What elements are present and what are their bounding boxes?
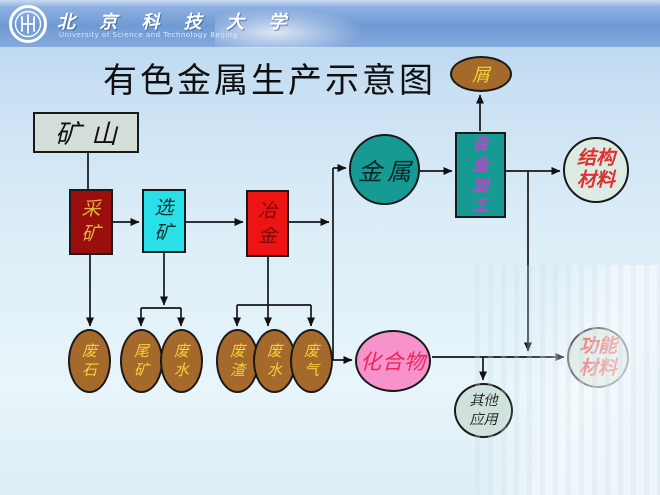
- node-structural-materials-label: 结构材料: [576, 147, 615, 191]
- node-alloy-processing: 合金加工: [455, 132, 506, 218]
- node-mining-label: 采矿: [81, 198, 101, 245]
- node-waste-water-smelting-label: 废水: [266, 341, 282, 380]
- node-mine-label: 矿山: [54, 120, 127, 150]
- node-waste-gas-label: 废气: [303, 341, 319, 380]
- node-waste-slag-label: 废渣: [229, 341, 245, 380]
- node-structural-materials: 结构材料: [563, 137, 629, 203]
- header-banner: 北 京 科 技 大 学 University of Science and Te…: [0, 0, 660, 48]
- node-waste-slag: 废渣: [216, 329, 259, 393]
- node-waste-water-smelting: 废水: [253, 329, 296, 393]
- node-scrap: 屑: [450, 56, 512, 92]
- node-tailings-label: 尾矿: [133, 341, 149, 380]
- building-watermark: [475, 265, 660, 495]
- page-title: 有色金属生产示意图: [103, 61, 436, 101]
- node-compound: 化合物: [355, 330, 431, 392]
- node-waste-rock-label: 废石: [81, 341, 97, 380]
- university-name: 北 京 科 技 大 学: [57, 12, 296, 33]
- node-metal-label: 金属: [358, 158, 416, 186]
- node-compound-label: 化合物: [360, 350, 426, 374]
- node-alloy-processing-label: 合金加工: [472, 134, 489, 216]
- node-waste-water-dressing-label: 废水: [173, 341, 189, 380]
- node-waste-water-dressing: 废水: [160, 329, 203, 393]
- node-waste-rock: 废石: [68, 329, 111, 393]
- node-ore-dressing: 选矿: [142, 189, 186, 253]
- university-name-en: University of Science and Technology Bei…: [59, 31, 238, 39]
- node-mining: 采矿: [69, 189, 113, 255]
- banner-building-watermark: [215, 8, 365, 48]
- node-waste-gas: 废气: [290, 329, 333, 393]
- node-metallurgy: 冶金: [246, 190, 289, 257]
- node-scrap-label: 屑: [472, 65, 490, 86]
- node-metal: 金属: [349, 134, 420, 205]
- node-metallurgy-label: 冶金: [257, 199, 277, 247]
- ustb-seal-icon: [9, 5, 47, 43]
- node-ore-dressing-label: 选矿: [154, 197, 174, 244]
- node-tailings: 尾矿: [120, 329, 163, 393]
- node-mine: 矿山: [33, 112, 139, 153]
